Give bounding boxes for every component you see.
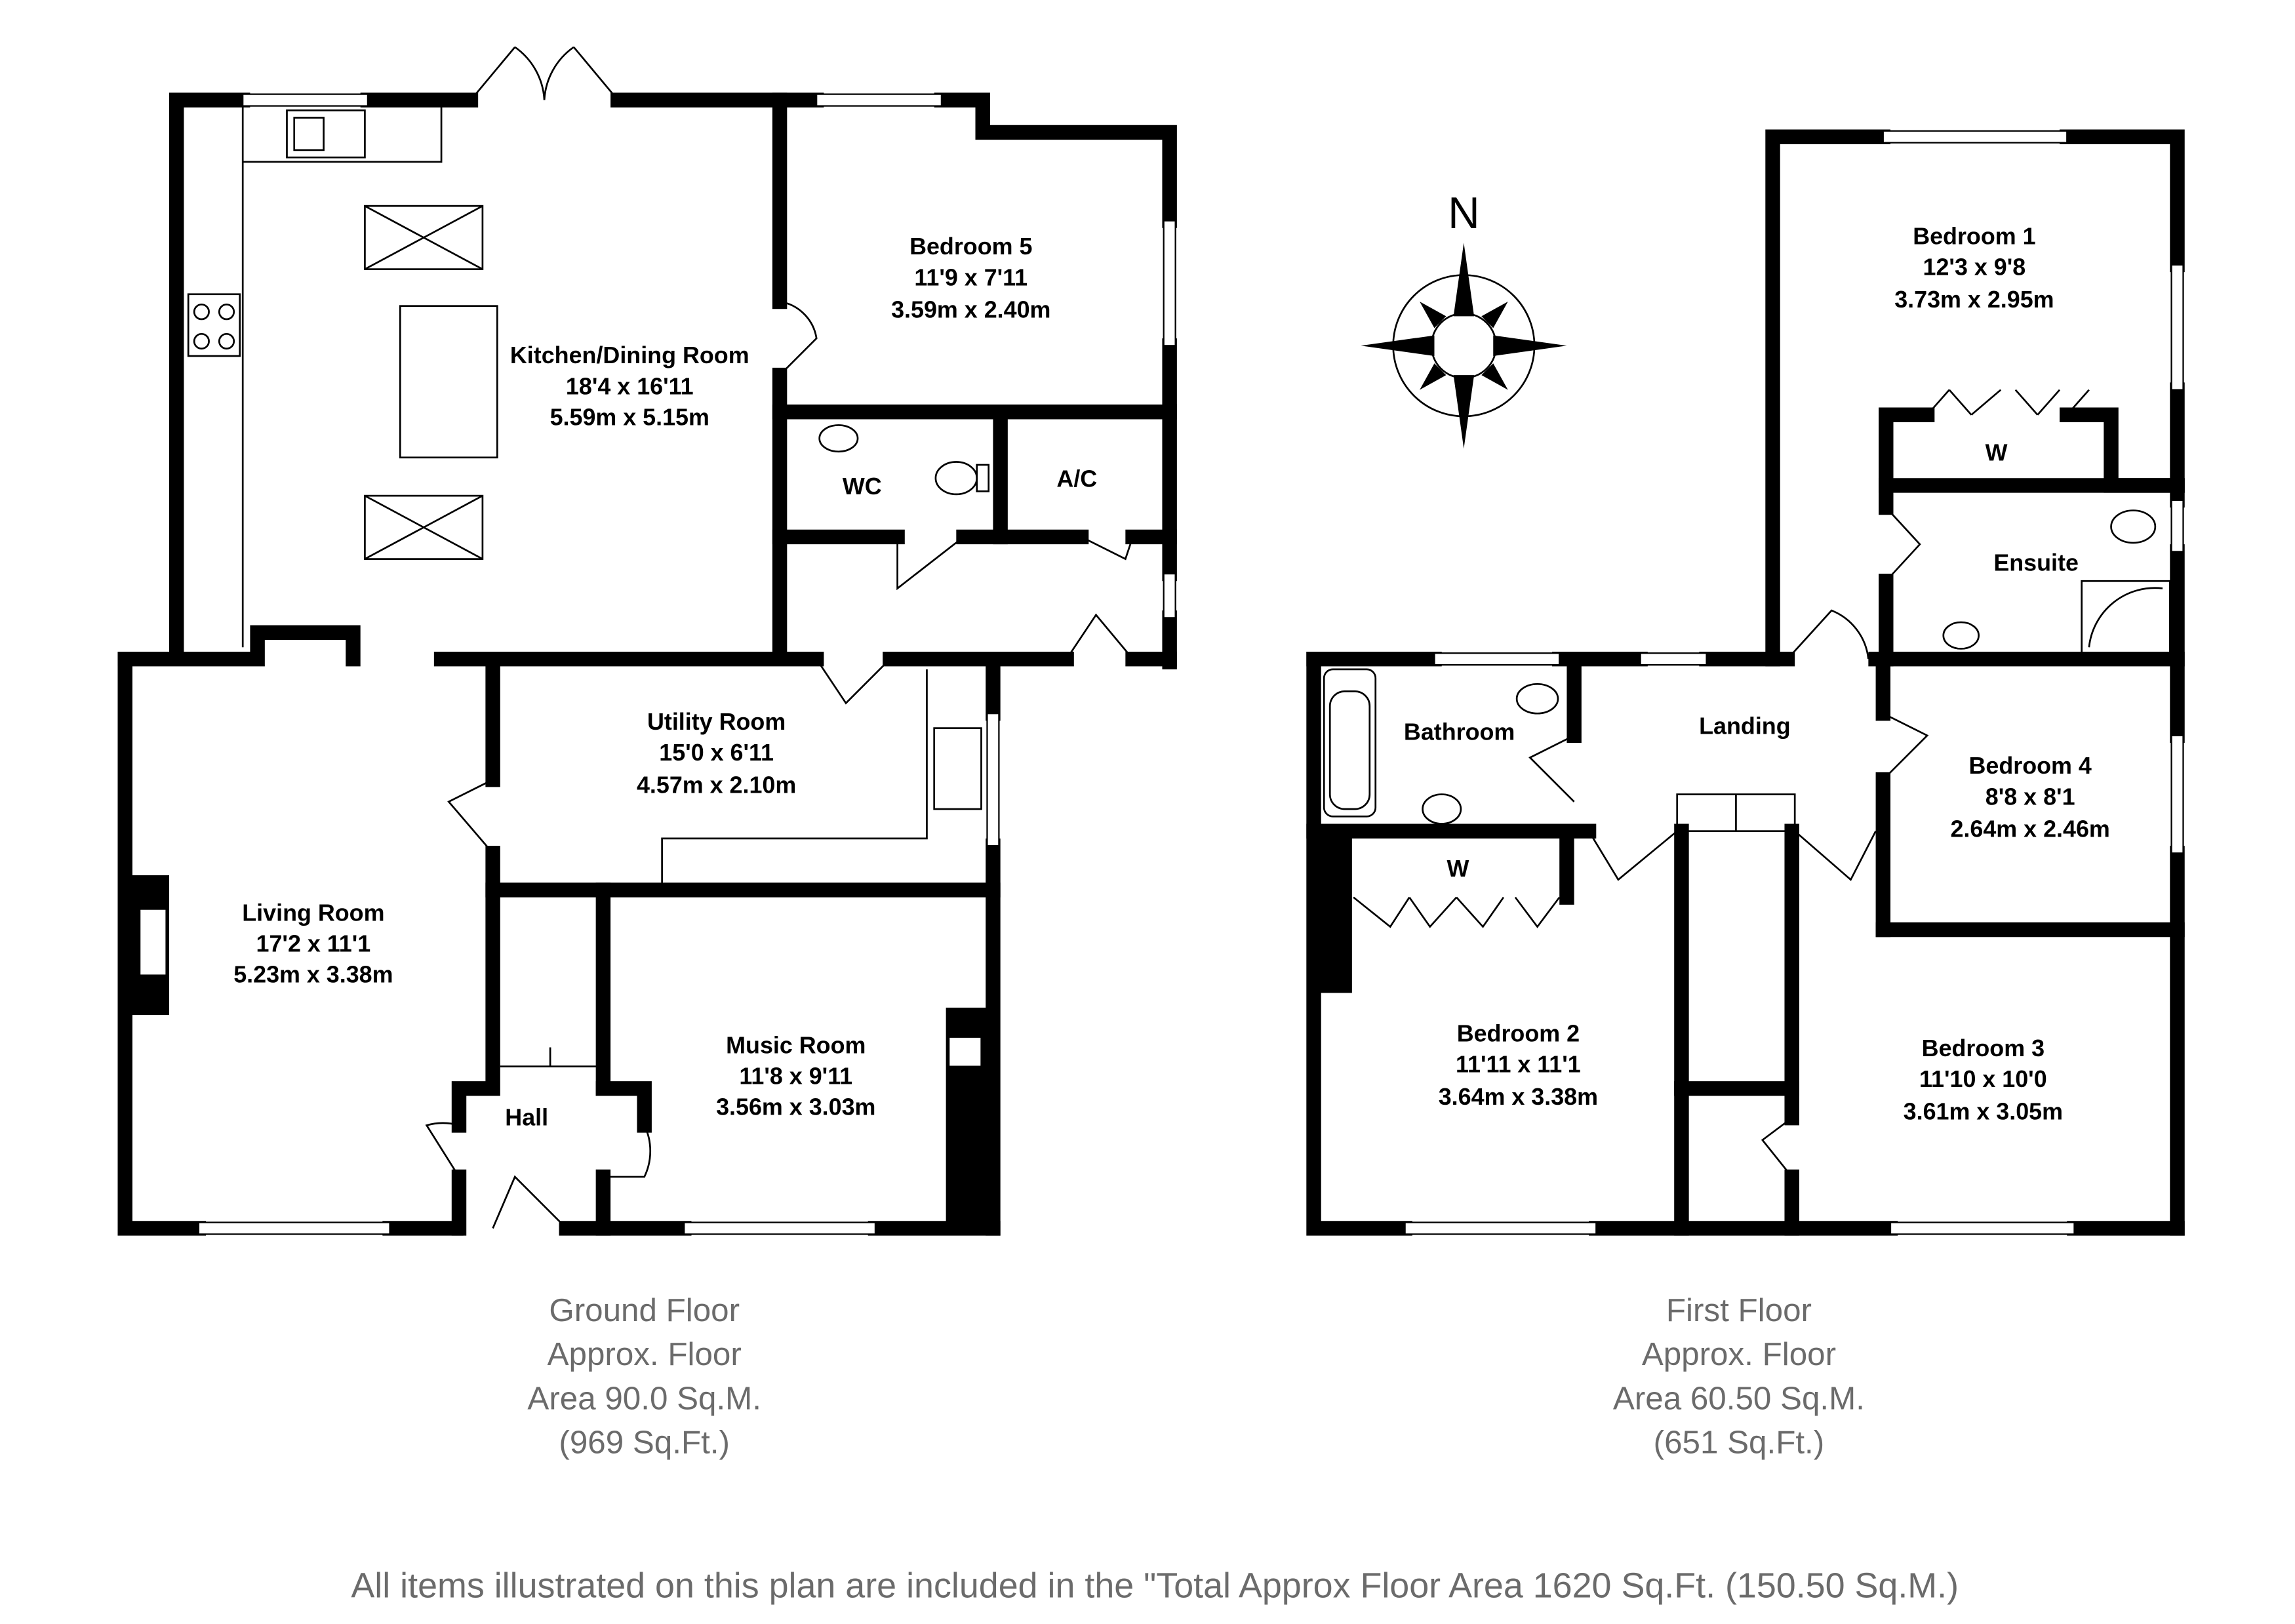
label-landing: Landing <box>1699 713 1791 740</box>
label-ensuite: Ensuite <box>1993 550 2079 576</box>
label-hall: Hall <box>505 1104 548 1130</box>
first-floor-windows <box>1404 130 2184 1235</box>
room-size-imperial: 15'0 x 6'11 <box>659 740 774 766</box>
label-wardrobe: W <box>1447 856 1469 882</box>
room-size-imperial: 8'8 x 8'1 <box>1986 783 2075 810</box>
ground-floor-walls <box>117 92 1177 1236</box>
ensuite-basin <box>1942 621 1980 650</box>
room-size-imperial: 11'10 x 10'0 <box>1919 1066 2047 1092</box>
room-name: Bedroom 2 <box>1457 1021 1580 1047</box>
toilet <box>934 461 978 496</box>
first-floor-fittings <box>1323 509 2171 833</box>
label-wardrobe: W <box>1986 439 2008 465</box>
room-size-imperial: 12'3 x 9'8 <box>1923 254 2026 281</box>
skylight <box>364 494 484 560</box>
room-name: Bedroom 4 <box>1968 753 2091 779</box>
compass-icon: N <box>1361 189 1567 449</box>
room-size-metric: 3.64m x 3.38m <box>1439 1084 1598 1110</box>
label-bathroom: Bathroom <box>1404 719 1515 745</box>
room-name: Bedroom 1 <box>1913 223 2035 249</box>
kitchen-island <box>399 305 498 459</box>
room-size-imperial: 11'11 x 11'1 <box>1456 1052 1581 1078</box>
ground-floor-doors <box>425 46 1134 1229</box>
svg-text:Bedroom 511'9 x 7'113.59m x 2.: Bedroom 5 11'9 x 7'11 3.59m x 2.40m <box>891 233 1050 323</box>
room-size-metric: 5.23m x 3.38m <box>233 962 393 988</box>
first-floor-plan: Bedroom 1 12'3 x 9'8 3.73m x 2.95m Bedroom… <box>1306 129 2185 1461</box>
room-name: Bedroom 5 <box>909 233 1032 260</box>
hob <box>187 293 241 357</box>
footer-disclaimer: All items illustrated on this plan are i… <box>351 1566 1959 1606</box>
room-size-metric: 3.73m x 2.95m <box>1894 287 2054 313</box>
room-size-metric: 2.64m x 2.46m <box>1950 816 2109 842</box>
north-label: N <box>1448 189 1480 238</box>
room-size-imperial: 18'4 x 16'11 <box>566 373 694 399</box>
room-size-imperial: 17'2 x 11'1 <box>256 931 371 957</box>
ground-floor-windows <box>197 93 1176 1235</box>
first-floor-doors <box>1353 389 2090 1178</box>
shower <box>2081 580 2171 656</box>
room-size-metric: 3.56m x 3.03m <box>716 1094 875 1120</box>
bath <box>1323 668 1377 818</box>
toilet <box>1515 683 1559 715</box>
label-ac: A/C <box>1056 466 1097 492</box>
svg-text:Bedroom 48'8 x 8'12.64m x 2.46: Bedroom 4 8'8 x 8'1 2.64m x 2.46m <box>1950 753 2109 842</box>
svg-text:Bedroom 211'11 x 11'13.64m x 3: Bedroom 2 11'11 x 11'1 3.64m x 3.38m <box>1439 1021 1598 1110</box>
svg-text:Bedroom 311'10 x 10'03.61m x 3: Bedroom 3 11'10 x 10'0 3.61m x 3.05m <box>1904 1035 2063 1124</box>
room-name: Utility Room <box>647 709 786 735</box>
ensuite-toilet <box>2110 509 2157 544</box>
room-name: Living Room <box>242 900 384 926</box>
room-size-metric: 3.61m x 3.05m <box>1904 1098 2063 1124</box>
kitchen-sink <box>286 109 366 159</box>
svg-text:Bedroom 112'3 x 9'83.73m x 2.9: Bedroom 1 12'3 x 9'8 3.73m x 2.95m <box>1894 223 2054 312</box>
room-size-metric: 3.59m x 2.40m <box>891 297 1050 323</box>
basin <box>1422 793 1462 825</box>
room-size-imperial: 11'9 x 7'11 <box>914 264 1028 290</box>
label-wc: WC <box>843 473 882 500</box>
chimney-breast <box>1319 831 1352 993</box>
skylight <box>364 205 484 270</box>
ground-floor-plan: Kitchen/Dining Room 18'4 x 16'11 5.59m x 5… <box>117 46 1177 1461</box>
room-size-imperial: 11'8 x 9'11 <box>739 1063 852 1090</box>
room-name: Kitchen/Dining Room <box>510 342 749 368</box>
room-size-metric: 5.59m x 5.15m <box>550 404 709 430</box>
ground-floor-fittings <box>187 106 990 1067</box>
wc-basin <box>818 424 859 453</box>
first-floor-walls <box>1306 129 2185 1236</box>
room-size-metric: 4.57m x 2.10m <box>637 772 796 798</box>
utility-sink <box>933 727 982 810</box>
room-name: Bedroom 3 <box>1922 1035 2045 1061</box>
room-name: Music Room <box>726 1032 866 1058</box>
